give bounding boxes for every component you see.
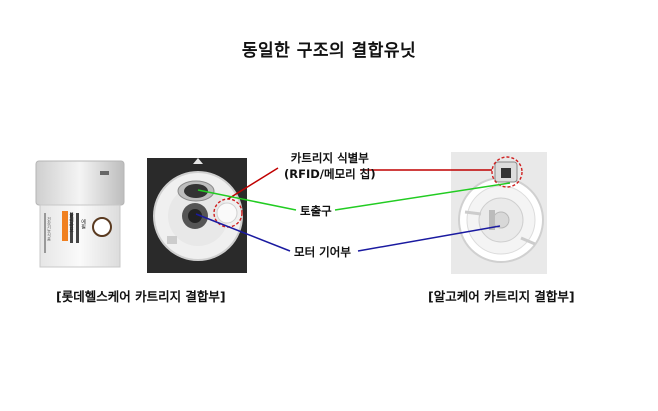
outlet-label: 토출구 (300, 204, 332, 218)
bottle-label-side: 건강기능식품 (47, 217, 52, 241)
cartridge-id-label-line1: 카트리지 식별부 (290, 151, 369, 165)
caption-lotte: [롯데헬스케어 카트리지 결합부] (56, 289, 226, 304)
cartridge-id-label: 카트리지 식별부 (RFID/메모리 칩) (284, 150, 376, 182)
cartridge-id-label-line2: (RFID/메모리 칩) (284, 167, 376, 181)
product-bottle-photo: 블리라포 에필 건강기능식품 (30, 157, 130, 272)
lotte-cartridge-photo (147, 158, 247, 273)
caption-algocare: [알고케어 카트리지 결합부] (428, 289, 575, 304)
bottle-label-text: 블리라포 (68, 212, 74, 232)
algocare-cartridge-photo (451, 152, 547, 274)
bottle-label-sub: 에필 (80, 219, 86, 229)
page-title: 동일한 구조의 결합유닛 (241, 41, 417, 61)
motor-gear-label: 모터 기어부 (294, 245, 351, 259)
